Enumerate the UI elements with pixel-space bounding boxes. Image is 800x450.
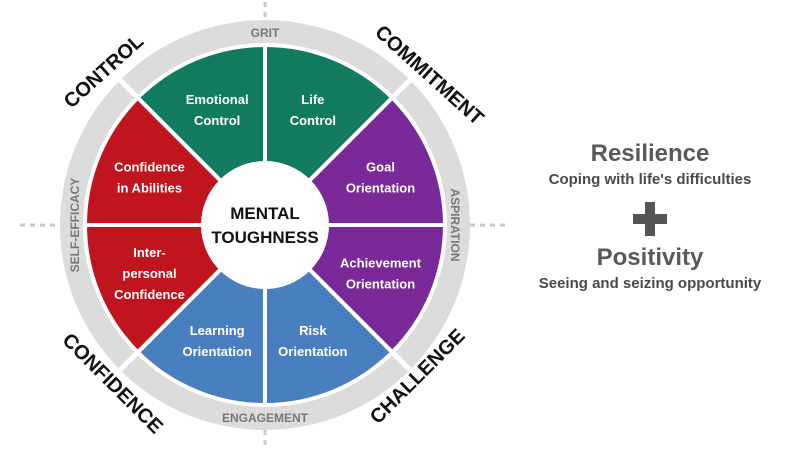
- segment-label-line: Control: [290, 113, 336, 128]
- segment-label-line: Risk: [299, 323, 327, 338]
- segment-label-line: personal: [122, 266, 176, 281]
- segment-label-line: Confidence: [114, 160, 185, 175]
- segment-label-line: Orientation: [278, 344, 347, 359]
- ring-label-right: ASPIRATION: [448, 188, 462, 261]
- positivity-subtitle: Seeing and seizing opportunity: [538, 275, 762, 292]
- segment-label-line: Confidence: [114, 287, 185, 302]
- segment-label-line: Emotional: [186, 92, 249, 107]
- segment-label-line: Orientation: [346, 276, 415, 291]
- positivity-title: Positivity: [596, 244, 704, 271]
- center-circle: [203, 163, 327, 287]
- resilience-title: Resilience: [590, 140, 710, 167]
- segment-label-line: Inter-: [133, 245, 166, 260]
- resilience-subtitle: Coping with life's difficulties: [548, 171, 752, 188]
- ring-label-top: GRIT: [251, 26, 280, 40]
- segment-label-line: in Abilities: [117, 181, 182, 196]
- segment-label-line: Orientation: [182, 344, 251, 359]
- ring-label-bottom: ENGAGEMENT: [222, 411, 309, 425]
- segment-label-line: Goal: [366, 160, 395, 175]
- segment-label-line: Learning: [190, 323, 245, 338]
- segment-label-line: Achievement: [340, 255, 422, 270]
- segment-label-line: Orientation: [346, 181, 415, 196]
- center-label-line2: TOUGHNESS: [211, 228, 318, 247]
- segment-label-line: Control: [194, 113, 240, 128]
- segments-layer: [82, 42, 448, 408]
- segment-label-confidence-in-abilities: Confidence in Abilities: [114, 160, 185, 196]
- segment-label-line: Life: [301, 92, 324, 107]
- side-panel: Resilience Coping with life's difficulti…: [500, 140, 800, 294]
- center-label-line1: MENTAL: [230, 204, 300, 223]
- plus-icon: [633, 202, 667, 236]
- ring-label-left: SELF-EFFICACY: [68, 178, 82, 273]
